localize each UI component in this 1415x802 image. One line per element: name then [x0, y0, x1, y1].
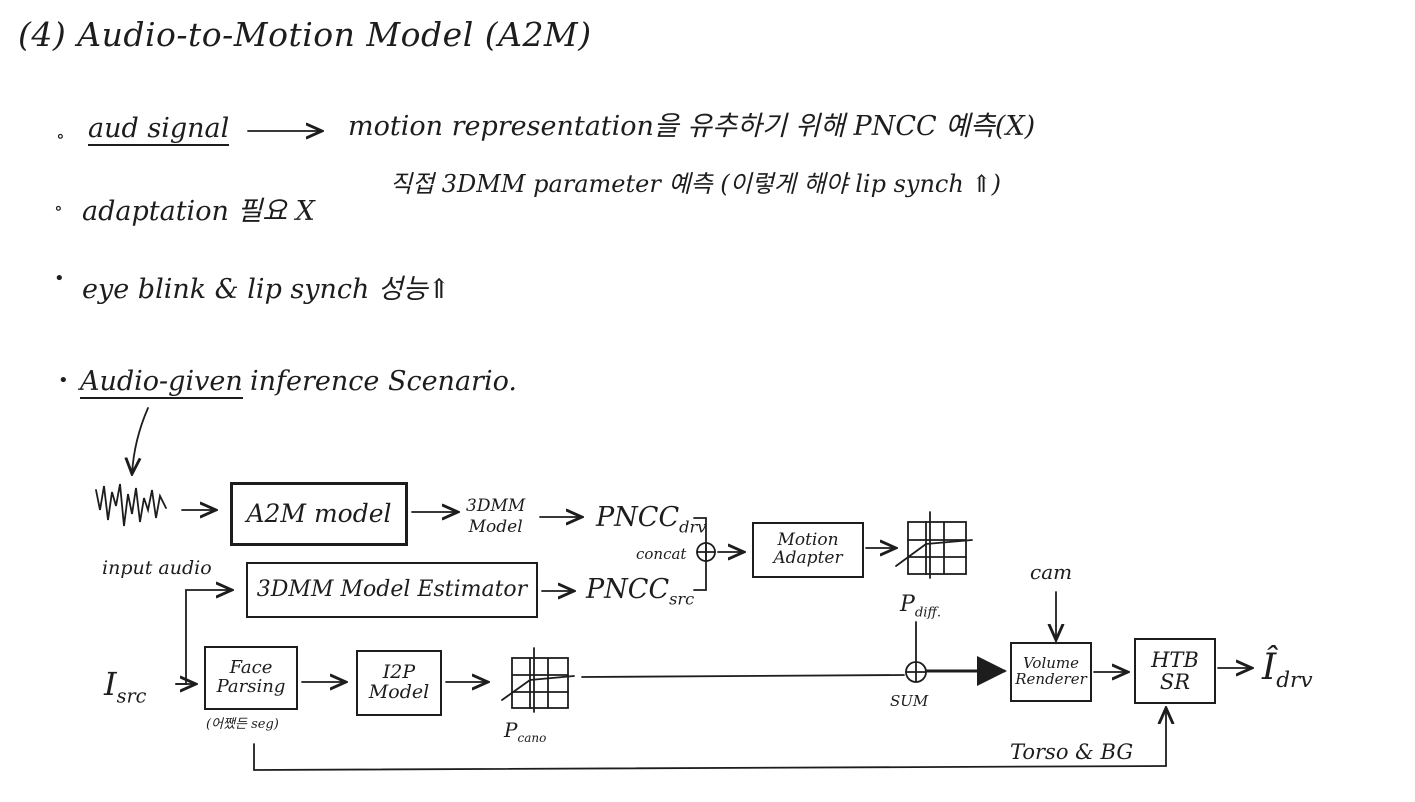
- i2p-model-l2: Model: [368, 681, 430, 703]
- volume-renderer-box: Volume Renderer: [1010, 642, 1092, 702]
- note-audio-given: Audio-given: [80, 366, 243, 399]
- pncc-src-label: PNCCsrc: [586, 576, 694, 608]
- i-drv-label: Îdrv: [1262, 650, 1313, 692]
- bullet-4: •: [58, 370, 69, 391]
- volume-renderer-l1: Volume: [1022, 654, 1080, 673]
- motion-adapter-box: Motion Adapter: [752, 522, 864, 578]
- waveform-icon: [95, 483, 167, 527]
- page-title: (4) Audio-to-Motion Model (A2M): [18, 15, 592, 54]
- face-parsing-box: Face Parsing: [204, 646, 298, 710]
- htb-sr-box: HTB SR: [1134, 638, 1216, 704]
- i-drv-text: Î: [1262, 647, 1277, 688]
- p-diff-text: P: [900, 592, 915, 617]
- i-src-sub: src: [116, 684, 147, 708]
- pncc-drv-label: PNCCdrv: [596, 504, 706, 536]
- p-cano-text: P: [504, 718, 518, 742]
- htb-sr-l2: SR: [1159, 670, 1191, 694]
- pncc-drv-sub: drv: [679, 517, 707, 537]
- note-motion-representation: motion representation을 유추하기 위해 PNCC 예측(X…: [348, 111, 1036, 142]
- i-src-label: Isrc: [104, 668, 146, 706]
- pncc-drv-text: PNCC: [596, 502, 680, 533]
- p-cano-grid-icon: [501, 647, 575, 713]
- cam-label: cam: [1030, 560, 1073, 584]
- i-drv-sub: drv: [1276, 668, 1313, 694]
- 3dmm-model-label-l2: Model: [468, 517, 523, 538]
- i2p-model-l1: I2P: [382, 661, 416, 684]
- input-audio-label: input audio: [102, 557, 212, 579]
- motion-adapter-l1: Motion: [777, 530, 839, 551]
- bullet-1: ∘: [56, 126, 65, 147]
- pncc-src-text: PNCC: [586, 574, 670, 605]
- p-diff-grid-icon: [895, 511, 973, 579]
- note-direct-3dmm: 직접 3DMM parameter 예측 (이렇게 해야 lip synch ⇑…: [390, 170, 1001, 198]
- bullet-3: •: [54, 268, 65, 289]
- p-cano-label: Pcano: [504, 720, 546, 744]
- sum-label: SUM: [890, 692, 929, 710]
- htb-sr-l1: HTB: [1151, 647, 1199, 672]
- p-diff-label: Pdiff.: [900, 594, 941, 620]
- audio-given-arrow: [132, 407, 149, 474]
- concat-label: concat: [636, 545, 687, 563]
- note-inference-scenario: inference Scenario.: [250, 366, 517, 397]
- p-diff-sub: diff.: [914, 605, 942, 621]
- motion-adapter-l2: Adapter: [773, 548, 843, 568]
- pncc-src-sub: src: [669, 589, 695, 609]
- 3dmm-estimator-box: 3DMM Model Estimator: [246, 562, 538, 618]
- note-adaptation: adaptation 필요 X: [82, 196, 315, 227]
- 3dmm-estimator-label: 3DMM Model Estimator: [256, 577, 528, 603]
- volume-renderer-l2: Renderer: [1015, 670, 1087, 688]
- 3dmm-model-node: 3DMM Model: [466, 496, 525, 539]
- bullet-2: ∘: [54, 198, 63, 219]
- face-parsing-note: (어쨌든 seg): [206, 717, 279, 732]
- 3dmm-model-label-l1: 3DMM: [466, 496, 526, 516]
- note-aud-signal: aud signal: [88, 113, 230, 146]
- a2m-model-box: A2M model: [230, 482, 408, 546]
- a2m-model-label: A2M model: [246, 498, 392, 528]
- torso-bg-label: Torso & BG: [1010, 740, 1134, 764]
- face-parsing-l2: Parsing: [216, 676, 286, 697]
- i2p-model-box: I2P Model: [356, 650, 442, 716]
- p-cano-sub: cano: [517, 731, 547, 745]
- face-parsing-l1: Face: [229, 657, 273, 679]
- note-eye-blink: eye blink & lip synch 성능⇑: [82, 274, 451, 305]
- i-src-text: I: [104, 665, 117, 703]
